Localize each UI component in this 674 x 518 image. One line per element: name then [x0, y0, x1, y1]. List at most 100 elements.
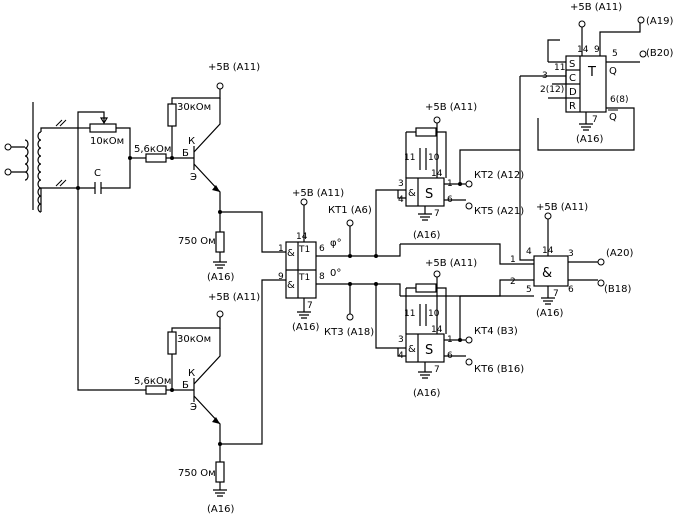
nand-sym-1: & — [287, 248, 295, 259]
trig-qn: Q — [609, 112, 617, 123]
s-top-and: & — [408, 188, 416, 199]
nand-pin-9: 9 — [278, 272, 284, 282]
trig-pin-11: 11 — [554, 63, 565, 73]
input-terminal-1[interactable] — [4, 143, 12, 151]
and-sym: & — [542, 266, 552, 281]
and-pin-7: 7 — [553, 289, 559, 299]
zero-signal-label: 0° — [330, 268, 341, 279]
potentiometer-network: 10кОм C — [76, 111, 146, 391]
nand-pin-14: 14 — [296, 232, 308, 242]
s-bottom-and: & — [408, 344, 416, 355]
trig-pin-5: 5 — [612, 49, 618, 59]
trig-q: Q — [609, 66, 617, 77]
pot-label: 10кОм — [90, 136, 124, 147]
output-b20[interactable] — [639, 50, 647, 58]
kt6-label: КТ6 (В16) — [474, 364, 524, 375]
output-a19[interactable] — [637, 16, 645, 24]
vcc-nand-label: +5В (А11) — [292, 188, 344, 199]
and-pin-4: 4 — [526, 247, 532, 257]
vcc-top-label: +5В (А11) — [208, 62, 260, 73]
kt2-label: КТ2 (А12) — [474, 170, 524, 181]
a19-label: (А19) — [646, 16, 673, 27]
output-b18[interactable] — [597, 279, 605, 287]
trig-pin-2: 2(12) — [540, 85, 564, 95]
s-top-pin-14: 14 — [431, 169, 443, 179]
ground-and: (А16) — [536, 308, 563, 319]
base-label-bottom: Б — [182, 380, 189, 391]
input-terminal-2[interactable] — [4, 168, 12, 176]
nand-pin-8: 8 — [319, 272, 325, 282]
s-bottom-pin-10: 10 — [428, 309, 440, 319]
testpoint-kt4[interactable] — [465, 336, 473, 344]
trig-t: T — [587, 65, 596, 80]
s-top-pin-11: 11 — [404, 153, 415, 163]
trig-pin-14: 14 — [577, 45, 589, 55]
vcc-bottom-label: +5В (А11) — [208, 292, 260, 303]
b20-label: (В20) — [646, 48, 673, 59]
trig-pin-6: 6(8) — [610, 95, 628, 105]
and-pin-6: 6 — [568, 285, 574, 295]
testpoint-kt6[interactable] — [465, 358, 473, 366]
and-pin-1: 1 — [510, 255, 516, 265]
s-bottom-pin-7: 7 — [434, 365, 440, 375]
b18-label: (В18) — [604, 284, 631, 295]
transistor-stage-top: 5,6кОм +5В (А11) 30кОм К Б Э 750 Ом (А16… — [130, 62, 286, 283]
t-trigger: +5В (А11) (А19) S C D R T Q Q 14 9 5 11 … — [519, 2, 673, 151]
trig-c: C — [569, 73, 576, 84]
ground-r750-top: (А16) — [207, 272, 234, 283]
collector-label-top: К — [188, 136, 195, 147]
kt5-label: КТ5 (А21) — [474, 206, 524, 217]
s-top-pin-7: 7 — [434, 209, 440, 219]
and-pin-14: 14 — [542, 246, 554, 256]
kt1-label: КТ1 (А6) — [328, 205, 372, 216]
s-top-pin-3: 3 — [398, 179, 404, 189]
s-bottom-s: S — [425, 343, 433, 358]
s-bottom-pin-14: 14 — [431, 325, 443, 335]
s-bottom-pin-3: 3 — [398, 335, 404, 345]
trig-r: R — [569, 101, 576, 112]
testpoint-kt1[interactable] — [346, 219, 354, 227]
and-pin-3: 3 — [568, 249, 574, 259]
s-top-s: S — [425, 187, 433, 202]
testpoint-kt2[interactable] — [465, 180, 473, 188]
vcc-s-top-label: +5В (А11) — [425, 102, 477, 113]
vcc-trig-label: +5В (А11) — [570, 2, 622, 13]
r750-bottom-label: 750 Ом — [178, 468, 216, 479]
base-label-top: Б — [182, 148, 189, 159]
r56-bottom-label: 5,6кОм — [134, 376, 171, 387]
s-block-top-body — [405, 177, 445, 207]
and-gate: +5В (А11) & 14 1 2 4 5 3 6 7 (А16) (А20)… — [400, 150, 633, 319]
r56-top-label: 5,6кОм — [134, 144, 171, 155]
and-gate-block — [533, 255, 569, 287]
nand-pin-6: 6 — [319, 244, 325, 254]
input-transformer — [4, 102, 78, 213]
ground-s-bottom: (А16) — [413, 388, 440, 399]
s-top-pin-10: 10 — [428, 153, 440, 163]
emitter-label-bottom: Э — [190, 402, 197, 413]
r30-top-label: 30кОм — [177, 102, 211, 113]
output-a20[interactable] — [597, 258, 605, 266]
trig-d: D — [569, 87, 577, 98]
ground-nand: (А16) — [292, 322, 319, 333]
ground-r750-bottom: (А16) — [207, 504, 234, 515]
trig-pin-9: 9 — [594, 45, 600, 55]
kt3-label: КТ3 (А18) — [324, 327, 374, 338]
nand-pin-7: 7 — [307, 301, 313, 311]
testpoint-kt5[interactable] — [465, 202, 473, 210]
resistor-750-top — [215, 231, 225, 253]
kt4-label: КТ4 (В3) — [474, 326, 518, 337]
ground-s-top: (А16) — [413, 230, 440, 241]
nand-glyph-1: Т1 — [298, 245, 310, 255]
potentiometer — [89, 123, 117, 133]
a20-label: (А20) — [606, 248, 633, 259]
nand-glyph-2: Т1 — [298, 273, 310, 283]
transistor-stage-bottom: 5,6кОм +5В (А11) 30кОм К Б Э 750 Ом (А16… — [134, 279, 286, 515]
s-bottom-pin-11: 11 — [404, 309, 415, 319]
testpoint-kt3[interactable] — [346, 313, 354, 321]
s-block-bottom: +5В (А11) 11 10 & S 14 3 4 1 6 7 (А16) К… — [374, 258, 524, 399]
trig-pin-7: 7 — [592, 115, 598, 125]
resistor-5k6-bottom — [145, 385, 167, 395]
resistor-30k-bottom — [167, 331, 177, 355]
ground-trig: (А16) — [576, 134, 603, 145]
